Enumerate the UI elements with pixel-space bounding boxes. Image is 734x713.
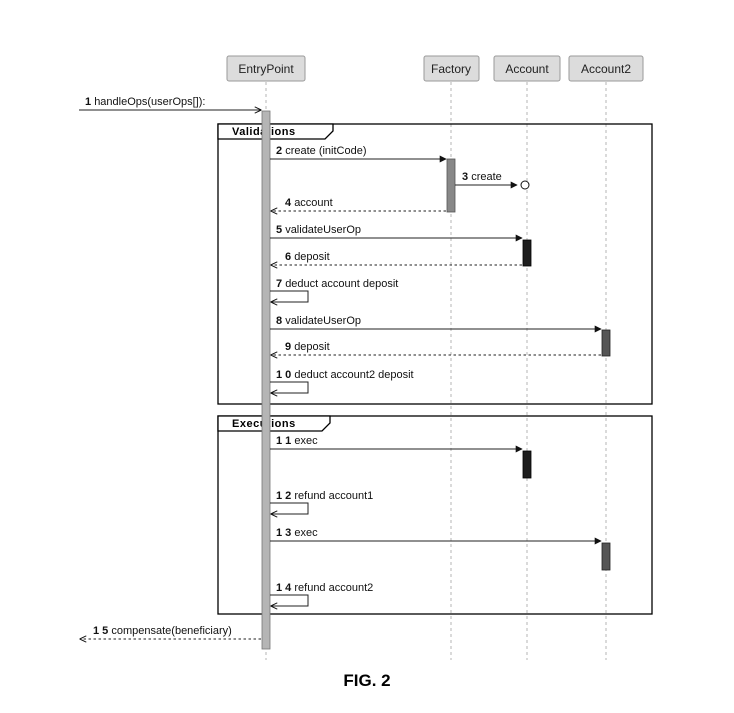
message-1-label: 1 handleOps(userOps[]): [85,96,205,108]
message-10-arrow [270,381,309,393]
participant-entrypoint: EntryPoint [226,55,306,82]
message-4-label: 4 account [285,197,333,209]
message-9-label: 9 deposit [285,341,330,353]
activation-account2-validate [601,329,611,357]
fragment-validations: Validations [217,123,653,405]
figure-caption: FIG. 2 [343,671,390,690]
message-14-arrow [270,594,309,606]
message-12-label: 1 2 refund account1 [276,490,373,502]
message-7-arrow [270,290,309,302]
participant-account2: Account2 [568,55,644,82]
participant-account: Account [493,55,561,82]
create-endpoint-icon [520,180,530,190]
message-15-label: 1 5 compensate(beneficiary) [93,625,232,637]
message-10-label: 1 0 deduct account2 deposit [276,369,414,381]
activation-entrypoint [261,110,271,650]
activation-factory [446,158,456,213]
message-6-label: 6 deposit [285,251,330,263]
message-11-label: 1 1 exec [276,435,318,447]
message-5-label: 5 validateUserOp [276,224,361,236]
message-2-label: 2 create (initCode) [276,145,367,157]
participant-label: Factory [431,62,471,76]
participant-factory: Factory [423,55,480,82]
participant-label: Account [505,62,549,76]
message-7-label: 7 deduct account deposit [276,278,398,290]
activation-account-validate [522,239,532,267]
message-12-arrow [270,502,309,514]
activations [261,110,611,650]
messages: 1 handleOps(userOps[]): 2 create (initCo… [79,96,602,639]
message-14-label: 1 4 refund account2 [276,582,373,594]
activation-account2-exec [601,542,611,571]
message-3-label: 3 create [462,171,502,183]
message-13-label: 1 3 exec [276,527,318,539]
activation-account-exec [522,450,532,479]
message-8-label: 8 validateUserOp [276,315,361,327]
participant-label: EntryPoint [238,62,294,76]
participant-label: Account2 [581,62,631,76]
